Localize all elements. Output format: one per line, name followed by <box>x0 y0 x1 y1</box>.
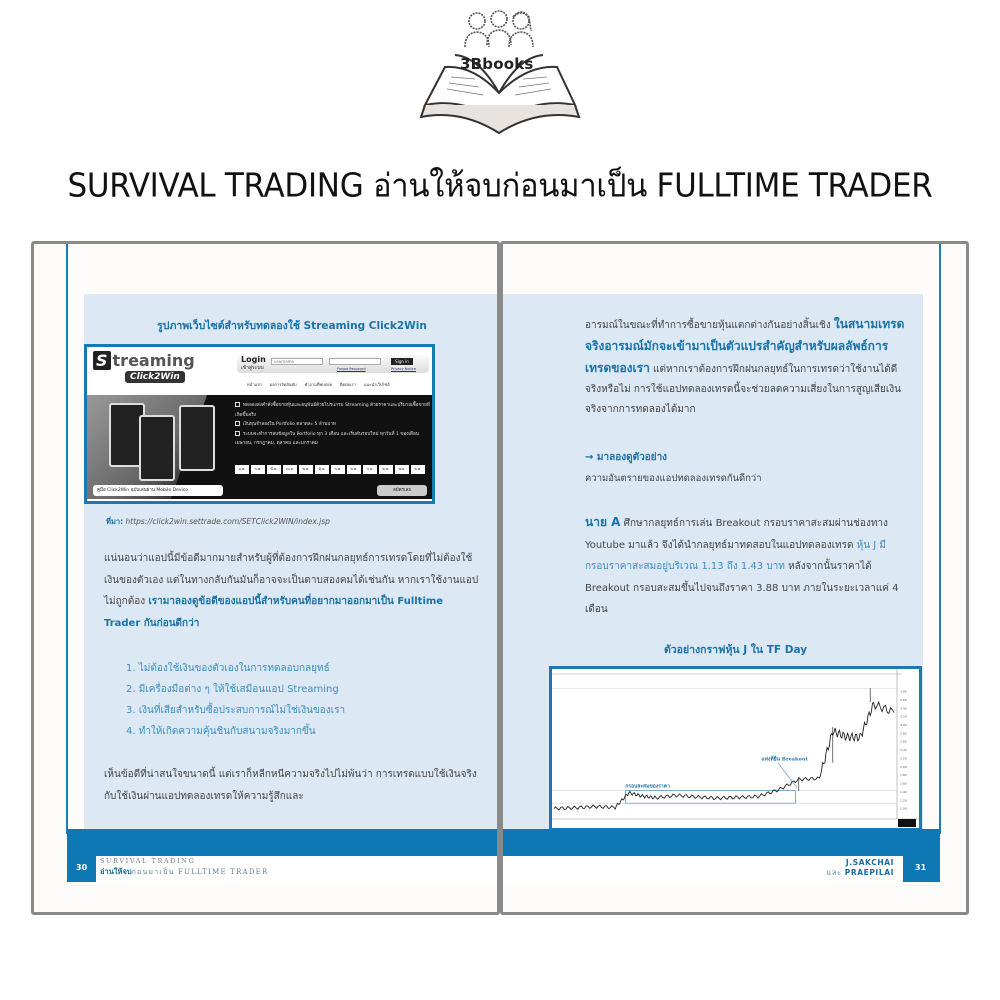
content-panel: รูปภาพเว็บไซต์สำหรับทดลองใช้ Streaming C… <box>84 294 497 829</box>
svg-text:แท่งที่ยืน Breakout: แท่งที่ยืน Breakout <box>761 755 808 763</box>
checkbox-icon <box>235 402 240 407</box>
month-strip: ม.ค.ก.พ.มี.ค.เม.ย.พ.ค.มิ.ย.ก.ค.ส.ค.ก.ย.ต… <box>235 465 425 474</box>
list-item: 3. เงินที่เสียสำหรับซื้อประสบการณ์ไม่ใช่… <box>126 705 346 716</box>
svg-text:3.80: 3.80 <box>900 690 907 694</box>
checkbox-icon <box>235 421 240 426</box>
left-page: รูปภาพเว็บไซต์สำหรับทดลองใช้ Streaming C… <box>31 241 500 915</box>
paragraph-emotion: อารมณ์ในขณะที่ทำการซื้อขายหุ้นแตกต่างกัน… <box>585 317 905 415</box>
footer-strip <box>96 856 497 882</box>
brand-logo: 3Bbooks <box>415 5 585 140</box>
benefits-list: 1. ไม่ต้องใช้เงินของตัวเองในการทดลอบกลยุ… <box>126 658 466 742</box>
story-paragraph: นาย A ศึกษากลยุทธ์การเล่น Breakout กรอบร… <box>585 515 899 615</box>
svg-text:2.20: 2.20 <box>900 756 907 760</box>
svg-text:1.20: 1.20 <box>900 798 907 802</box>
svg-text:1.60: 1.60 <box>900 782 907 786</box>
arrow-right-icon: → <box>585 452 594 463</box>
click2win-badge: Click2Win <box>125 371 185 383</box>
margin-line <box>939 244 941 834</box>
figure-caption: รูปภาพเว็บไซต์สำหรับทดลองใช้ Streaming C… <box>157 320 427 332</box>
example-heading: → มาลองดูตัวอย่าง <box>585 452 668 463</box>
svg-text:2.40: 2.40 <box>900 748 907 752</box>
list-item: 2. มีเครื่องมือต่าง ๆ ให้ใช้เสมือนแอป St… <box>126 684 339 695</box>
password-field <box>329 358 381 365</box>
running-title-line1: SURVIVAL TRADING <box>100 857 196 865</box>
svg-text:2.80: 2.80 <box>900 731 907 735</box>
feature-checklist: ทดลองส่งคำสั่งซื้อขายหุ้นและอนุพันธ์ด้วย… <box>235 402 430 446</box>
author-line1: J.SAKCHAI <box>845 858 894 867</box>
page-number: 30 <box>76 863 88 872</box>
list-item: 4. ทำให้เกิดความคุ้นชินกับสนามจริงมากขึ้… <box>126 726 316 737</box>
running-title-line2: อ่านให้จบก่อนมาเป็น FULLTIME TRADER <box>100 867 269 876</box>
svg-text:3.40: 3.40 <box>900 706 907 710</box>
svg-text:1.80: 1.80 <box>900 773 907 777</box>
svg-text:กรอบสะสมของราคา: กรอบสะสมของราคา <box>625 784 670 790</box>
forgot-password-link: Forgot Password <box>337 367 366 371</box>
author-line2: และ PRAEPILAI <box>826 868 894 877</box>
paragraph-intro: แน่นอนว่าแอปนี้มีข้อดีมากมายสำหรับผู้ที่… <box>104 553 479 629</box>
phone-mockup-icon <box>139 415 175 481</box>
page-number: 31 <box>915 863 927 872</box>
example-subheading: ความอันตรายของแอปทดลองเทรดกันดีกว่า <box>585 473 762 484</box>
chart-caption: ตัวอย่างกราฟหุ้น J ใน TF Day <box>663 644 808 656</box>
mobile-guide-link: คู่มือ Click2Win ฉบับเล่นผ่าน Mobile Dev… <box>93 485 223 496</box>
paragraph-closing: เห็นข้อดีที่น่าสนใจขนาดนี้ แต่เราก็หลีกห… <box>104 769 477 802</box>
open-book-with-three-people-icon <box>419 10 581 135</box>
sign-in-button: Sign in <box>391 358 413 365</box>
stock-chart: 1.00 1.20 1.40 1.60 1.80 2.00 2.20 2.40 2.60 2.80… <box>549 666 922 831</box>
brand-name: 3Bbooks <box>460 55 534 73</box>
right-page: อารมณ์ในขณะที่ทำการซื้อขายหุ้นแตกต่างกัน… <box>500 241 969 915</box>
screenshot-nav: หน้าแรกผลการจัดอันดับคำถามที่พบบ่อยติดต่… <box>247 382 390 387</box>
phone-mockup-icon <box>179 405 215 471</box>
price-chart: 1.00 1.20 1.40 1.60 1.80 2.00 2.20 2.40 2.60 2.80… <box>552 669 919 828</box>
checkbox-icon <box>235 430 240 436</box>
product-title: SURVIVAL TRADING อ่านให้จบก่อนมาเป็น FUL… <box>67 167 933 205</box>
footer-strip <box>503 856 903 882</box>
svg-text:3.00: 3.00 <box>900 723 907 727</box>
privacy-notice-link: Privacy Notice <box>391 367 416 371</box>
image-source: ที่มา: https://click2win.settrade.com/SE… <box>106 517 330 526</box>
svg-text:1.00: 1.00 <box>900 807 907 811</box>
list-item: 1. ไม่ต้องใช้เงินของตัวเองในการทดลอบกลยุ… <box>126 663 330 674</box>
svg-text:1.40: 1.40 <box>900 790 907 794</box>
margin-line <box>66 244 68 834</box>
svg-text:2.60: 2.60 <box>900 740 907 744</box>
content-panel: อารมณ์ในขณะที่ทำการซื้อขายหุ้นแตกต่างกัน… <box>503 294 923 831</box>
register-button: สมัครเลย <box>377 485 427 496</box>
username-field: username <box>271 358 323 365</box>
svg-text:3.20: 3.20 <box>900 715 907 719</box>
svg-text:2.00: 2.00 <box>900 765 907 769</box>
svg-text:3.60: 3.60 <box>900 698 907 702</box>
